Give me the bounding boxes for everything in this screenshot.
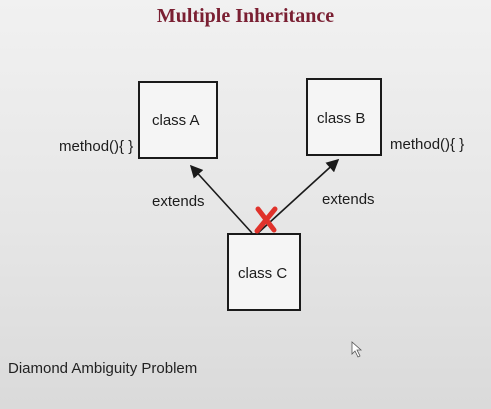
extends-label-left: extends <box>152 193 205 210</box>
class-c-box <box>227 233 301 311</box>
class-b-method: method(){ } <box>390 136 465 153</box>
class-b-label: class B <box>317 110 366 127</box>
slide-title: Multiple Inheritance <box>156 5 335 27</box>
caption-diamond-problem: Diamond Ambiguity Problem <box>8 360 198 377</box>
arrow-c-to-b <box>257 158 340 234</box>
extends-label-right: extends <box>322 191 375 208</box>
red-x-icon <box>254 206 278 234</box>
class-a-method: method(){ } <box>59 138 134 155</box>
class-a-box <box>138 81 218 159</box>
pointer-cursor-icon <box>351 341 363 358</box>
class-c-label: class C <box>238 265 288 282</box>
arrow-c-to-a <box>189 164 253 234</box>
class-a-label: class A <box>152 112 200 129</box>
class-b-box <box>306 78 382 156</box>
